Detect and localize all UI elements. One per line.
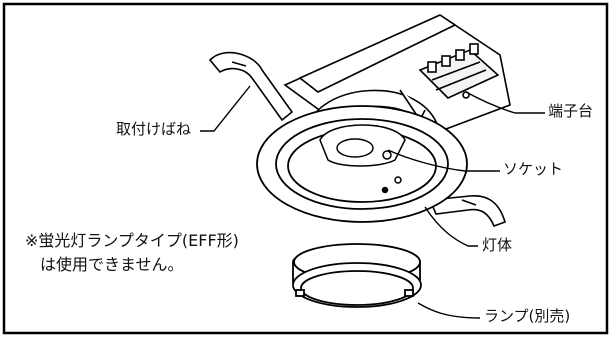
mounting-spring-right (428, 195, 506, 228)
leader-terminal-block (465, 91, 545, 114)
note-line-2: は使用できません。 (40, 255, 184, 274)
leader-lines (200, 85, 545, 319)
note-line-1: ※蛍光灯ランプタイプ(EFF形) (25, 231, 239, 250)
label-socket: ソケット (503, 160, 564, 178)
socket-part (319, 124, 406, 194)
leader-lamp (417, 302, 481, 319)
lamp-unit (292, 243, 422, 308)
leader-housing (424, 206, 478, 247)
label-housing: 灯体 (482, 236, 513, 254)
label-mounting-spring: 取付けばね (116, 120, 192, 138)
leader-mounting-spring (200, 85, 251, 132)
leader-socket (387, 149, 500, 172)
label-terminal-block: 端子台 (548, 102, 594, 120)
mounting-spring-left (208, 51, 294, 122)
label-lamp: ランプ(別売) (484, 307, 571, 325)
